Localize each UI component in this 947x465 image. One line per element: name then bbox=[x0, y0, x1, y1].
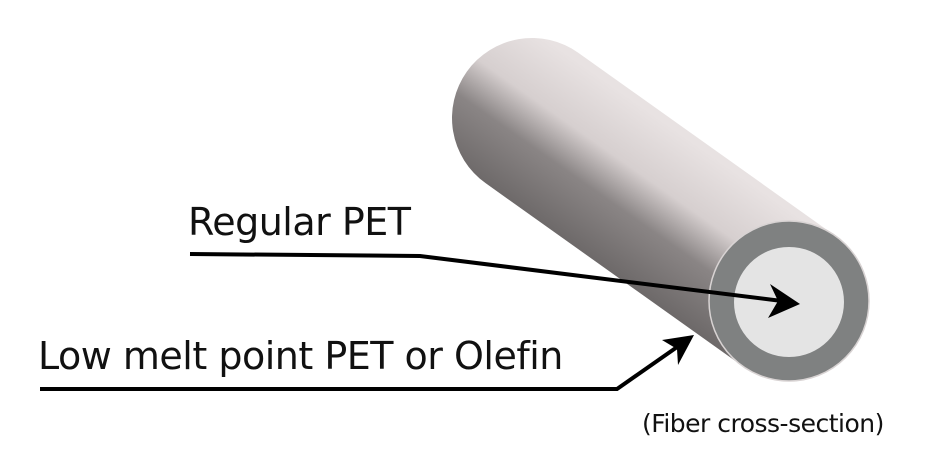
low-melt-leader-arrow bbox=[40, 335, 694, 391]
cross-section-caption: (Fiber cross-section) bbox=[642, 409, 884, 438]
regular-pet-label: Regular PET bbox=[188, 200, 411, 244]
regular-pet-leader-arrow bbox=[189, 252, 800, 318]
low-melt-label: Low melt point PET or Olefin bbox=[38, 334, 563, 378]
